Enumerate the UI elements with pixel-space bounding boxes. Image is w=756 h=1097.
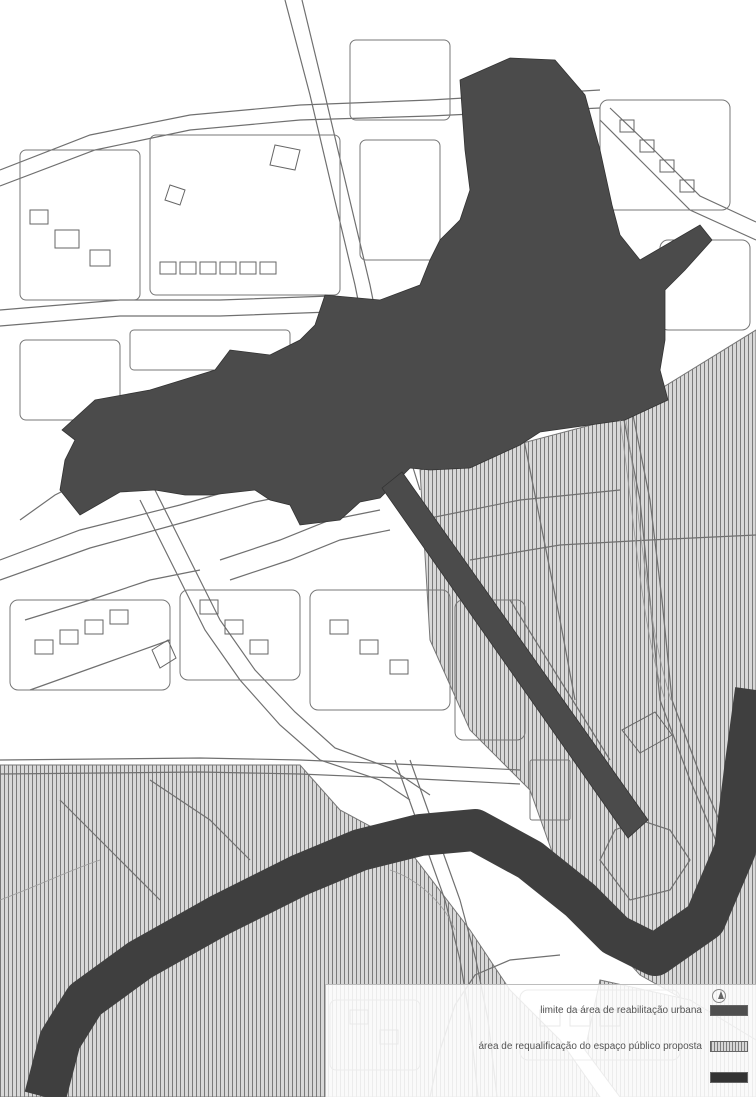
dark-area-main (59, 57, 713, 526)
street-line (419, 489, 621, 521)
building (59, 629, 79, 645)
street-line (509, 599, 611, 761)
street-line (229, 529, 391, 581)
contour-line (389, 869, 456, 931)
contour-lines (0, 419, 672, 931)
street-line (609, 107, 756, 223)
building (164, 184, 186, 206)
street-line (619, 399, 721, 851)
block-outline (19, 149, 141, 301)
legend-panel: limite da área de reabilitação urbana ár… (325, 984, 756, 1097)
block-outline (359, 139, 441, 261)
building (659, 159, 675, 173)
street-line (24, 569, 201, 621)
street-line (219, 509, 381, 561)
urban-rehabilitation-area (59, 57, 713, 839)
street-line (0, 757, 521, 771)
block-outline (349, 39, 451, 121)
block-outline (19, 339, 121, 421)
legend-swatch-hatch (710, 1041, 748, 1052)
building (159, 261, 177, 275)
building (329, 619, 349, 635)
building (389, 659, 409, 675)
building (34, 639, 54, 655)
building (621, 711, 673, 754)
legend-swatch-solid (710, 1005, 748, 1016)
block-outline (179, 589, 301, 681)
building (151, 639, 177, 669)
street-line (0, 311, 331, 327)
street-line (469, 534, 756, 561)
building (224, 619, 244, 635)
river (24, 687, 756, 1097)
building (199, 261, 217, 275)
street-line (0, 295, 331, 311)
building (199, 599, 219, 615)
building (679, 179, 695, 193)
building (249, 639, 269, 655)
street-line (0, 89, 601, 171)
street-line (59, 799, 161, 901)
building (219, 261, 237, 275)
street-line (519, 419, 576, 701)
building (639, 139, 655, 153)
contour-line (619, 419, 666, 701)
street-line (149, 779, 251, 861)
block-outline (309, 589, 451, 711)
street-line (29, 639, 171, 691)
north-icon (712, 989, 726, 1003)
building (54, 229, 80, 249)
building (109, 609, 129, 625)
block-outline (149, 134, 341, 296)
contour-line (625, 419, 672, 701)
legend-item-public-space: área de requalificação do espaço público… (478, 1041, 748, 1052)
dark-area-diagonal-corridor (381, 471, 649, 839)
building (89, 249, 111, 267)
legend-label: limite da área de reabilitação urbana (540, 1005, 702, 1016)
street-line (0, 771, 521, 785)
legend-label: área de requalificação do espaço público… (478, 1041, 703, 1052)
building (359, 639, 379, 655)
street-line (599, 819, 691, 901)
legend-swatch-dark (710, 1072, 748, 1083)
building (619, 119, 635, 133)
building (29, 209, 49, 225)
building (269, 144, 301, 171)
street-line (0, 107, 601, 187)
street-line (599, 119, 756, 241)
building (239, 261, 257, 275)
building (84, 619, 104, 635)
building (259, 261, 277, 275)
street-line (629, 399, 733, 851)
legend-item-rehabilitation: limite da área de reabilitação urbana (540, 1005, 748, 1016)
block-outline (529, 759, 571, 821)
legend-item-dark (702, 1072, 748, 1083)
contour-line (0, 859, 101, 901)
street-line (154, 489, 431, 796)
building (179, 261, 197, 275)
